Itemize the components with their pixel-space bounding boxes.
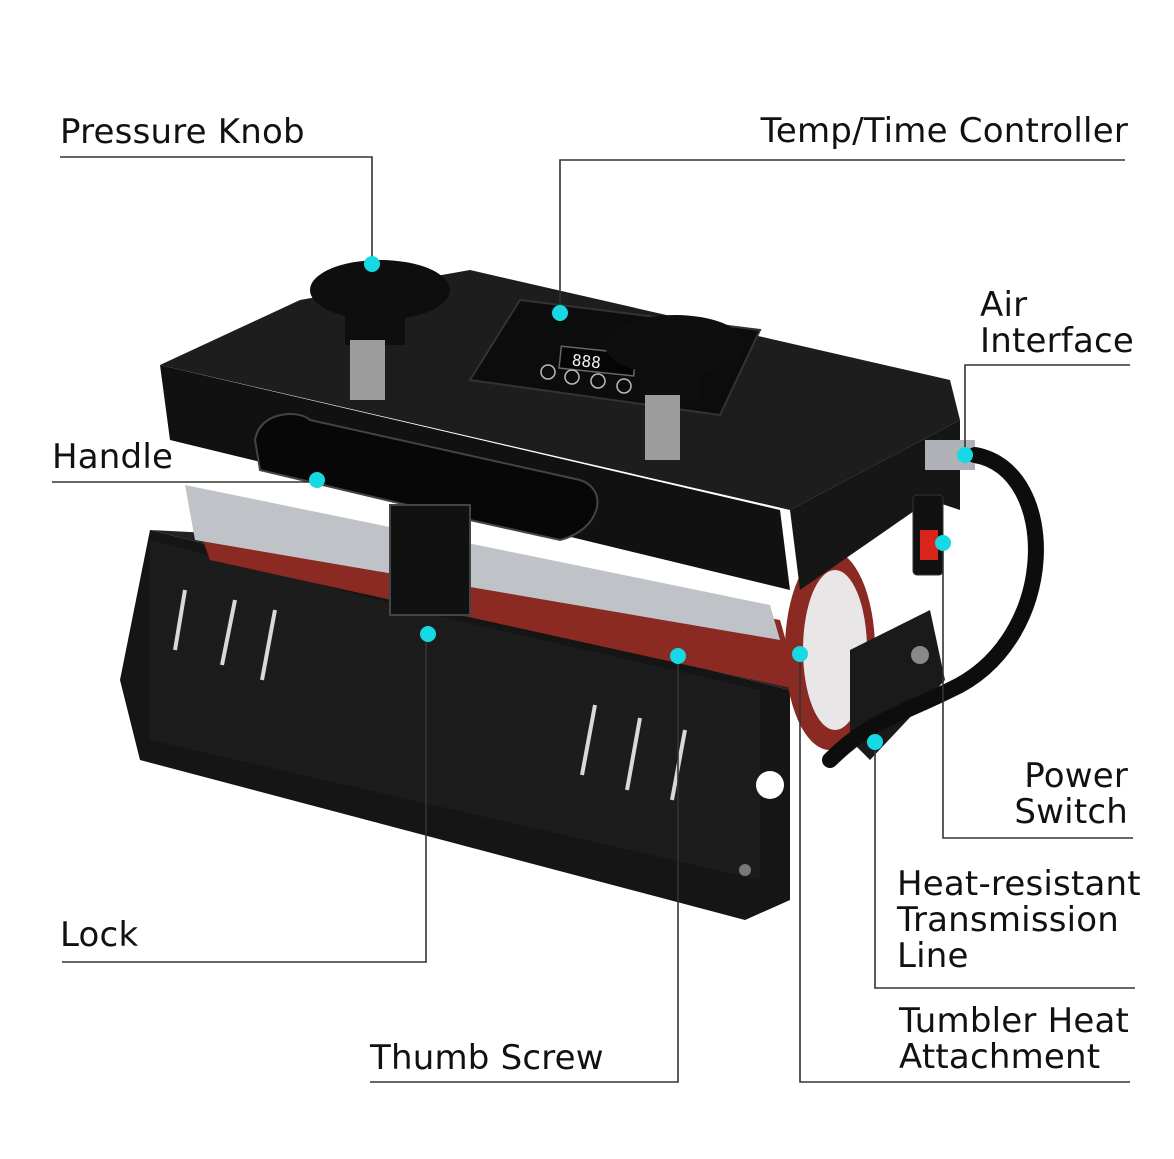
- label-heat-resistant-line: Heat-resistant Transmission Line: [897, 864, 1141, 976]
- label-power-switch: Power Switch: [1014, 756, 1128, 832]
- label-lock: Lock: [60, 915, 139, 955]
- label-pressure-knob: Pressure Knob: [60, 112, 305, 152]
- leader-pressure-knob: [60, 156, 373, 264]
- screw-right-front: [739, 864, 751, 876]
- marker-dots: [309, 256, 973, 750]
- label-air-interface: Air Interface: [980, 285, 1135, 361]
- label-handle: Handle: [52, 437, 174, 477]
- leader-tumbler: [799, 654, 1130, 1083]
- dot-power-switch: [935, 535, 951, 551]
- controller-display-digits: 888: [571, 350, 602, 372]
- label-thumb-screw: Thumb Screw: [370, 1038, 604, 1078]
- pressure-knob-left: [310, 260, 450, 400]
- dot-lock: [420, 626, 436, 642]
- leader-heat-line: [874, 742, 1135, 989]
- side-cutout: [756, 771, 784, 799]
- label-tumbler-heat-attachment: Tumbler Heat Attachment: [899, 1001, 1130, 1077]
- transmission-cable: [822, 447, 1044, 768]
- dot-tumbler: [792, 646, 808, 662]
- power-switch-rocker: [920, 530, 938, 560]
- controller-buttons: [540, 364, 632, 394]
- leader-power-switch: [942, 543, 1133, 839]
- bracket-screw: [911, 646, 929, 664]
- dot-thumb-screw: [670, 648, 686, 664]
- leader-lines: [52, 156, 1135, 1083]
- dot-pressure-knob: [364, 256, 380, 272]
- pressure-knob-right: [605, 315, 745, 460]
- handle-bar: [253, 413, 599, 542]
- leader-lock: [62, 634, 427, 963]
- label-temp-time-controller: Temp/Time Controller: [760, 111, 1128, 151]
- dot-air-interface: [957, 447, 973, 463]
- lock-body: [389, 504, 471, 616]
- dot-temp-controller: [552, 305, 568, 321]
- dot-handle: [309, 472, 325, 488]
- clamp-plate: [185, 485, 780, 640]
- upper-housing-right: [790, 420, 960, 590]
- dot-heat-line: [867, 734, 883, 750]
- leader-temp-controller: [559, 159, 1125, 313]
- leader-thumb-screw: [370, 656, 679, 1083]
- lower-front-panel: [150, 540, 760, 880]
- vent-slots-left: [173, 589, 277, 681]
- leader-air-interface: [964, 364, 1130, 455]
